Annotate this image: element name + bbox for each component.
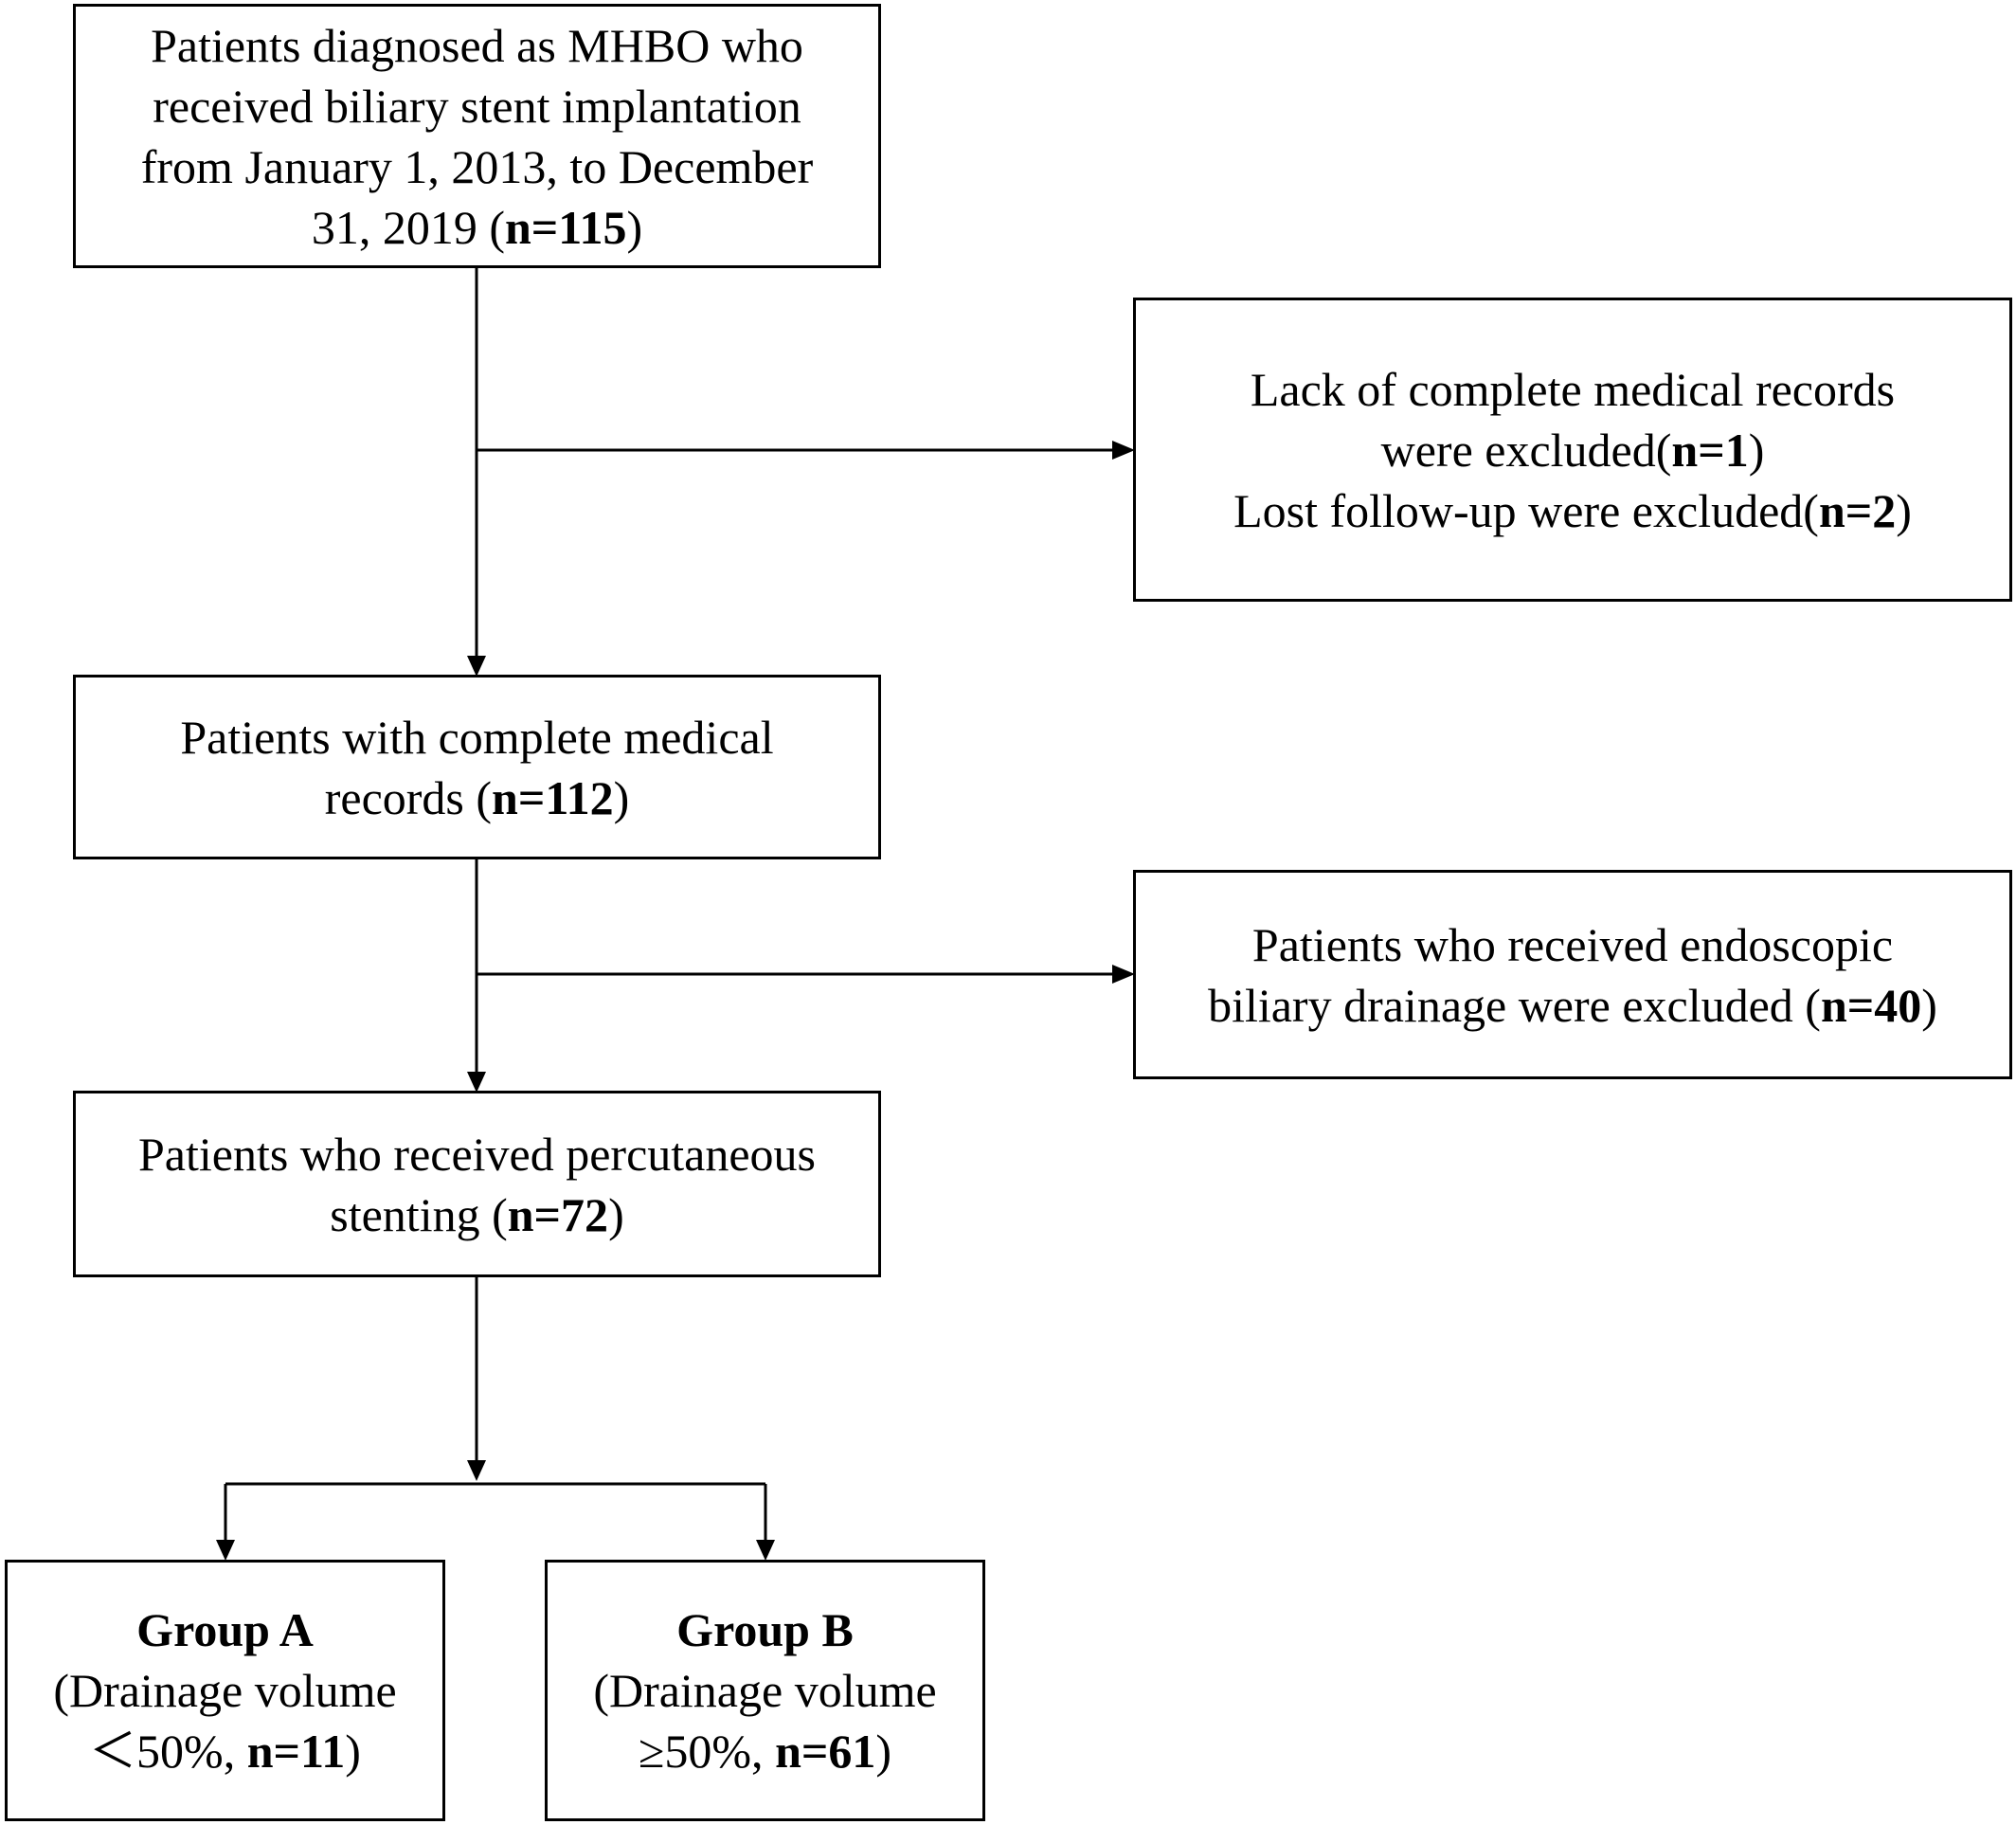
group-a-close: ) <box>345 1725 361 1778</box>
initial-cohort-line-4: 31, 2019 (n=115) <box>312 197 642 258</box>
complete-records-line-2-text: records ( <box>324 770 493 824</box>
exclusion-1-line-2: were excluded(n=1) <box>1381 420 1765 480</box>
exclusion-1-incomplete-count: n=1 <box>1671 423 1749 477</box>
exclusion-1-line-2-text: were excluded( <box>1380 423 1672 477</box>
group-b-line-2: (Drainage volume <box>593 1664 937 1717</box>
arrowhead-to-split <box>467 1460 486 1481</box>
group-b-count: n=61 <box>775 1725 876 1778</box>
exclusion-1-line-3: Lost follow-up were excluded(n=2) <box>1233 480 1912 541</box>
group-a-threshold: ＜50%, <box>89 1725 247 1778</box>
exclusion-2-close: ) <box>1921 978 1937 1032</box>
initial-cohort-line-3: from January 1, 2013, to December <box>140 139 814 193</box>
arrowhead-to-group-a <box>216 1540 235 1561</box>
exclusion-1-lost-count: n=2 <box>1818 483 1897 537</box>
arrowhead-to-percutaneous-box <box>467 1072 486 1093</box>
exclusion-2-line-2-text: biliary drainage were excluded ( <box>1208 978 1821 1032</box>
exclusion-2-line-2: biliary drainage were excluded (n=40) <box>1208 975 1937 1036</box>
group-a-line-3: ＜50%, n=11) <box>89 1721 361 1781</box>
initial-cohort-close-paren: ) <box>626 200 643 254</box>
initial-cohort-line-2: received biliary stent implantation <box>153 79 801 133</box>
exclusion-box-endoscopic: Patients who received endoscopic biliary… <box>1133 870 2012 1079</box>
percutaneous-stenting-box: Patients who received percutaneous stent… <box>73 1091 881 1277</box>
arrowhead-to-complete-box <box>467 656 486 677</box>
exclusion-2-count: n=40 <box>1820 978 1922 1032</box>
percutaneous-line-2-text: stenting ( <box>330 1187 508 1241</box>
initial-cohort-count: n=115 <box>504 200 627 254</box>
arrowhead-to-group-b <box>756 1540 775 1561</box>
arrowhead-to-exclusion-1 <box>1112 441 1135 460</box>
percutaneous-line-1: Patients who received percutaneous <box>137 1127 816 1181</box>
initial-cohort-date-text: 31, 2019 ( <box>311 200 505 254</box>
group-b-box: Group B (Drainage volume ≥50%, n=61) <box>545 1560 985 1821</box>
exclusion-1-line-3-text: Lost follow-up were excluded( <box>1233 483 1819 537</box>
exclusion-1-line-2-close: ) <box>1748 423 1765 477</box>
initial-cohort-box: Patients diagnosed as MHBO who received … <box>73 4 881 268</box>
exclusion-1-line-1: Lack of complete medical records <box>1250 362 1896 416</box>
group-b-line-3: ≥50%, n=61) <box>639 1721 891 1781</box>
exclusion-2-line-1: Patients who received endoscopic <box>1251 917 1894 971</box>
group-a-title: Group A <box>136 1603 314 1656</box>
initial-cohort-line-1: Patients diagnosed as MHBO who <box>151 18 803 72</box>
group-a-count: n=11 <box>246 1725 346 1778</box>
percutaneous-line-2: stenting (n=72) <box>330 1184 623 1245</box>
percutaneous-close: ) <box>608 1187 624 1241</box>
complete-records-box: Patients with complete medical records (… <box>73 675 881 859</box>
exclusion-box-records: Lack of complete medical records were ex… <box>1133 298 2012 602</box>
complete-records-line-2: records (n=112) <box>325 768 630 828</box>
complete-records-close: ) <box>613 770 630 824</box>
exclusion-1-line-3-close: ) <box>1896 483 1912 537</box>
group-b-threshold: ≥50%, <box>638 1725 776 1778</box>
complete-records-count: n=112 <box>492 770 614 824</box>
group-b-close: ) <box>875 1725 892 1778</box>
group-a-box: Group A (Drainage volume ＜50%, n=11) <box>5 1560 445 1821</box>
arrowhead-to-exclusion-2 <box>1112 965 1135 984</box>
group-b-title: Group B <box>676 1603 854 1656</box>
group-a-line-2: (Drainage volume <box>53 1664 397 1717</box>
complete-records-line-1: Patients with complete medical <box>180 710 774 764</box>
percutaneous-count: n=72 <box>507 1187 609 1241</box>
